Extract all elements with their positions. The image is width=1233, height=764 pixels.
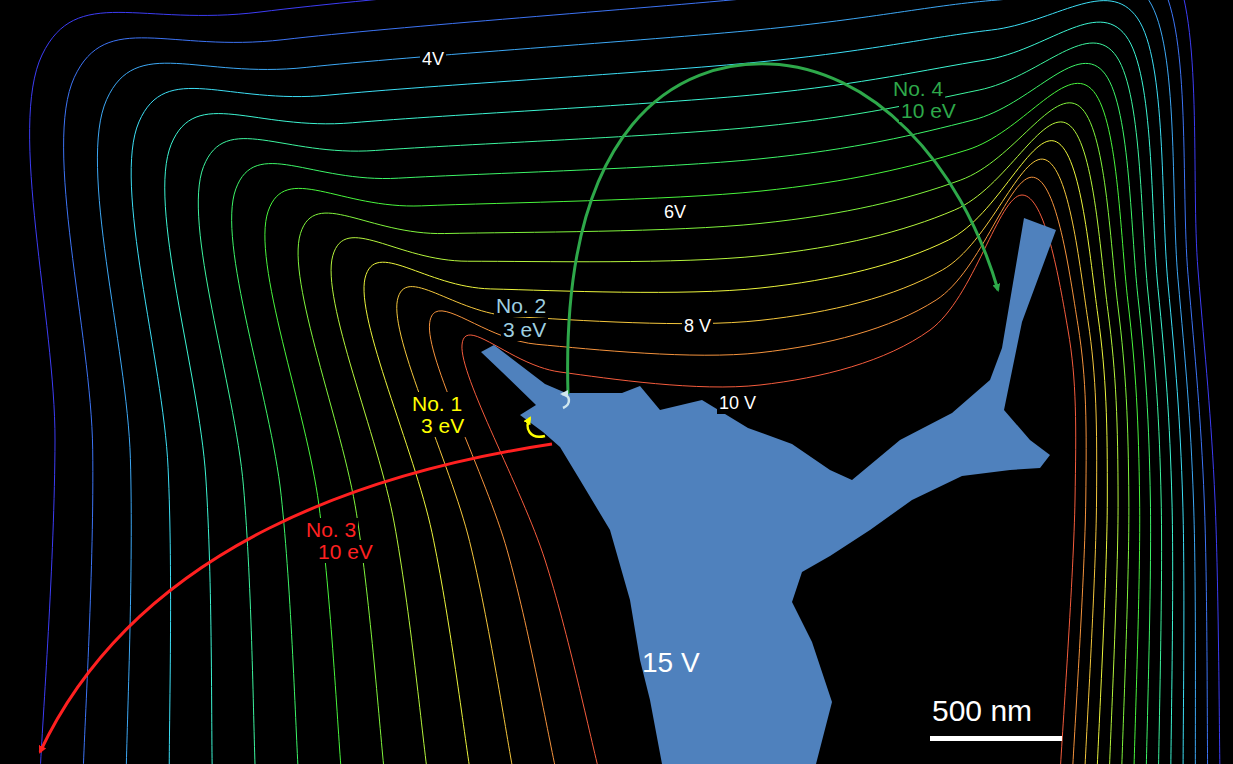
trajectory-number: No. 2 bbox=[494, 294, 548, 317]
equipotential-line bbox=[397, 159, 1097, 764]
equipotential-line bbox=[97, 0, 1195, 764]
equipotential-line bbox=[232, 63, 1151, 764]
trajectory-no3 bbox=[40, 444, 552, 752]
trajectory-energy: 10 eV bbox=[316, 540, 375, 563]
equipotential-line bbox=[265, 83, 1140, 764]
equipotential-line bbox=[331, 122, 1118, 764]
potential-label: 6V bbox=[662, 203, 688, 223]
trajectory-no1 bbox=[528, 418, 545, 437]
trajectory-energy: 10 eV bbox=[899, 99, 958, 122]
trajectory-number: No. 1 bbox=[410, 392, 464, 415]
equipotential-line bbox=[198, 43, 1161, 764]
trajectory-number: No. 4 bbox=[891, 77, 945, 100]
equipotential-line bbox=[165, 22, 1173, 764]
conductor-fill bbox=[481, 218, 1056, 764]
equipotential-line bbox=[462, 195, 1076, 764]
equipotential-line bbox=[429, 177, 1086, 764]
potential-label: 15 V bbox=[642, 648, 700, 679]
scale-bar bbox=[930, 736, 1062, 741]
trajectory-number: No. 3 bbox=[304, 518, 358, 541]
equipotential-line bbox=[131, 1, 1184, 764]
trajectory-no2 bbox=[562, 394, 569, 408]
potential-label: 4V bbox=[420, 50, 446, 70]
trajectory-no4 bbox=[568, 64, 998, 394]
equipotential-line bbox=[64, 0, 1208, 764]
trajectory-energy: 3 eV bbox=[501, 318, 548, 341]
potential-label: 10 V bbox=[717, 394, 758, 414]
potential-label: 8 V bbox=[682, 317, 713, 337]
trajectory-energy: 3 eV bbox=[419, 414, 466, 437]
scale-label: 500 nm bbox=[932, 694, 1032, 727]
equipotential-line bbox=[30, 0, 1220, 764]
equipotential-line bbox=[364, 141, 1107, 764]
equipotential-line bbox=[298, 103, 1129, 764]
